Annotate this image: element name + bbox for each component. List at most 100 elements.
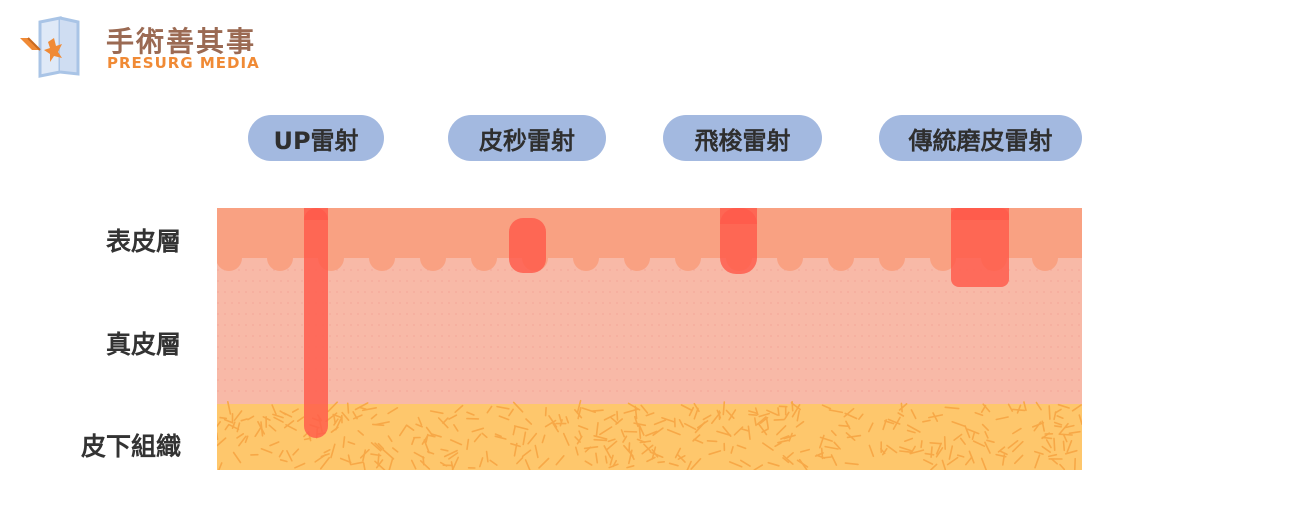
- fat-fleck: [294, 462, 306, 469]
- fat-fleck: [706, 439, 718, 443]
- fat-fleck: [555, 454, 565, 466]
- fat-fleck: [686, 460, 692, 470]
- fat-fleck: [830, 429, 837, 437]
- fat-fleck: [910, 445, 916, 455]
- fat-fleck: [247, 415, 255, 421]
- fat-fleck: [828, 409, 844, 414]
- fat-fleck: [984, 430, 989, 439]
- fat-fleck: [944, 406, 960, 410]
- fat-fleck: [494, 435, 507, 440]
- layer-label-subcutaneous: 皮下組織: [80, 432, 181, 461]
- fat-fleck: [603, 413, 616, 421]
- fat-fleck: [777, 439, 789, 444]
- fat-fleck: [574, 446, 579, 456]
- fat-fleck: [846, 434, 862, 439]
- fat-fleck: [485, 450, 489, 463]
- fat-fleck: [756, 416, 767, 426]
- fat-fleck: [419, 459, 431, 470]
- fat-fleck: [1033, 421, 1042, 432]
- fat-fleck: [986, 439, 995, 444]
- fat-fleck: [391, 447, 399, 453]
- fat-fleck: [690, 457, 702, 470]
- fat-fleck: [824, 445, 839, 450]
- fat-fleck: [227, 400, 232, 415]
- fat-fleck: [341, 411, 350, 422]
- fat-fleck: [272, 413, 284, 419]
- fat-fleck: [1045, 439, 1052, 449]
- fat-fleck: [423, 439, 430, 454]
- fat-fleck: [217, 421, 221, 428]
- fat-fleck: [471, 427, 485, 433]
- fat-fleck: [622, 435, 628, 443]
- fat-fleck: [513, 442, 518, 457]
- fat-fleck: [524, 459, 531, 470]
- fat-fleck: [639, 440, 652, 444]
- fat-fleck: [387, 435, 393, 443]
- fat-fleck: [278, 449, 284, 458]
- fat-fleck: [935, 442, 943, 455]
- fat-fleck: [982, 403, 991, 413]
- fat-fleck: [796, 410, 801, 422]
- fat-fleck: [683, 422, 697, 431]
- fat-fleck: [559, 419, 563, 427]
- fat-fleck: [843, 407, 855, 418]
- fat-fleck: [951, 420, 966, 427]
- fat-fleck: [638, 424, 645, 436]
- fat-fleck: [527, 432, 538, 445]
- fat-fleck: [413, 451, 425, 459]
- fat-fleck: [886, 444, 898, 454]
- fat-fleck: [748, 410, 758, 415]
- fat-fleck: [576, 399, 582, 414]
- fat-fleck: [633, 422, 647, 427]
- fat-fleck: [603, 445, 612, 459]
- book-scalpel-icon: [20, 16, 80, 78]
- fat-fleck: [909, 449, 925, 455]
- fat-fleck: [342, 436, 346, 449]
- fat-fleck: [830, 454, 838, 466]
- fat-fleck: [577, 406, 582, 420]
- fat-fleck: [347, 441, 356, 445]
- fat-fleck: [440, 448, 449, 452]
- fat-fleck: [271, 404, 277, 416]
- fat-fleck: [657, 460, 666, 464]
- fat-fleck: [217, 462, 223, 470]
- fat-fleck: [1053, 421, 1063, 426]
- fat-fleck: [314, 454, 327, 463]
- fat-fleck: [626, 464, 635, 469]
- fat-fleck: [997, 446, 1006, 453]
- fat-fleck: [286, 449, 293, 462]
- fat-fleck: [773, 418, 785, 421]
- fat-fleck: [758, 412, 770, 418]
- fat-fleck: [1066, 439, 1073, 453]
- fat-fleck: [898, 403, 908, 411]
- laser-beam-picosecond: [509, 218, 546, 273]
- fat-fleck: [577, 425, 589, 431]
- fat-fleck: [995, 416, 1009, 421]
- fat-fleck: [1056, 415, 1064, 420]
- fat-fleck: [481, 432, 488, 439]
- fat-fleck: [279, 410, 287, 416]
- fat-fleck: [881, 447, 888, 456]
- fat-fleck: [924, 452, 935, 456]
- fat-fleck: [411, 436, 416, 446]
- fat-fleck: [374, 442, 383, 451]
- fat-fleck: [357, 429, 365, 436]
- fat-fleck: [906, 424, 921, 433]
- fat-fleck: [747, 425, 751, 441]
- fat-fleck: [437, 417, 449, 429]
- fat-fleck: [959, 437, 966, 446]
- fat-fleck: [693, 407, 699, 420]
- fat-fleck: [228, 423, 240, 431]
- fat-fleck: [223, 418, 234, 424]
- fat-fleck: [303, 437, 312, 441]
- fat-fleck: [974, 411, 984, 417]
- fat-fleck: [1013, 454, 1024, 465]
- fat-fleck: [327, 401, 339, 413]
- fat-fleck: [784, 411, 790, 420]
- fat-fleck: [818, 434, 825, 449]
- fat-fleck: [774, 442, 782, 448]
- fat-fleck: [786, 451, 794, 459]
- fat-fleck: [584, 460, 593, 466]
- fat-fleck: [1016, 404, 1022, 414]
- fat-fleck: [736, 444, 747, 450]
